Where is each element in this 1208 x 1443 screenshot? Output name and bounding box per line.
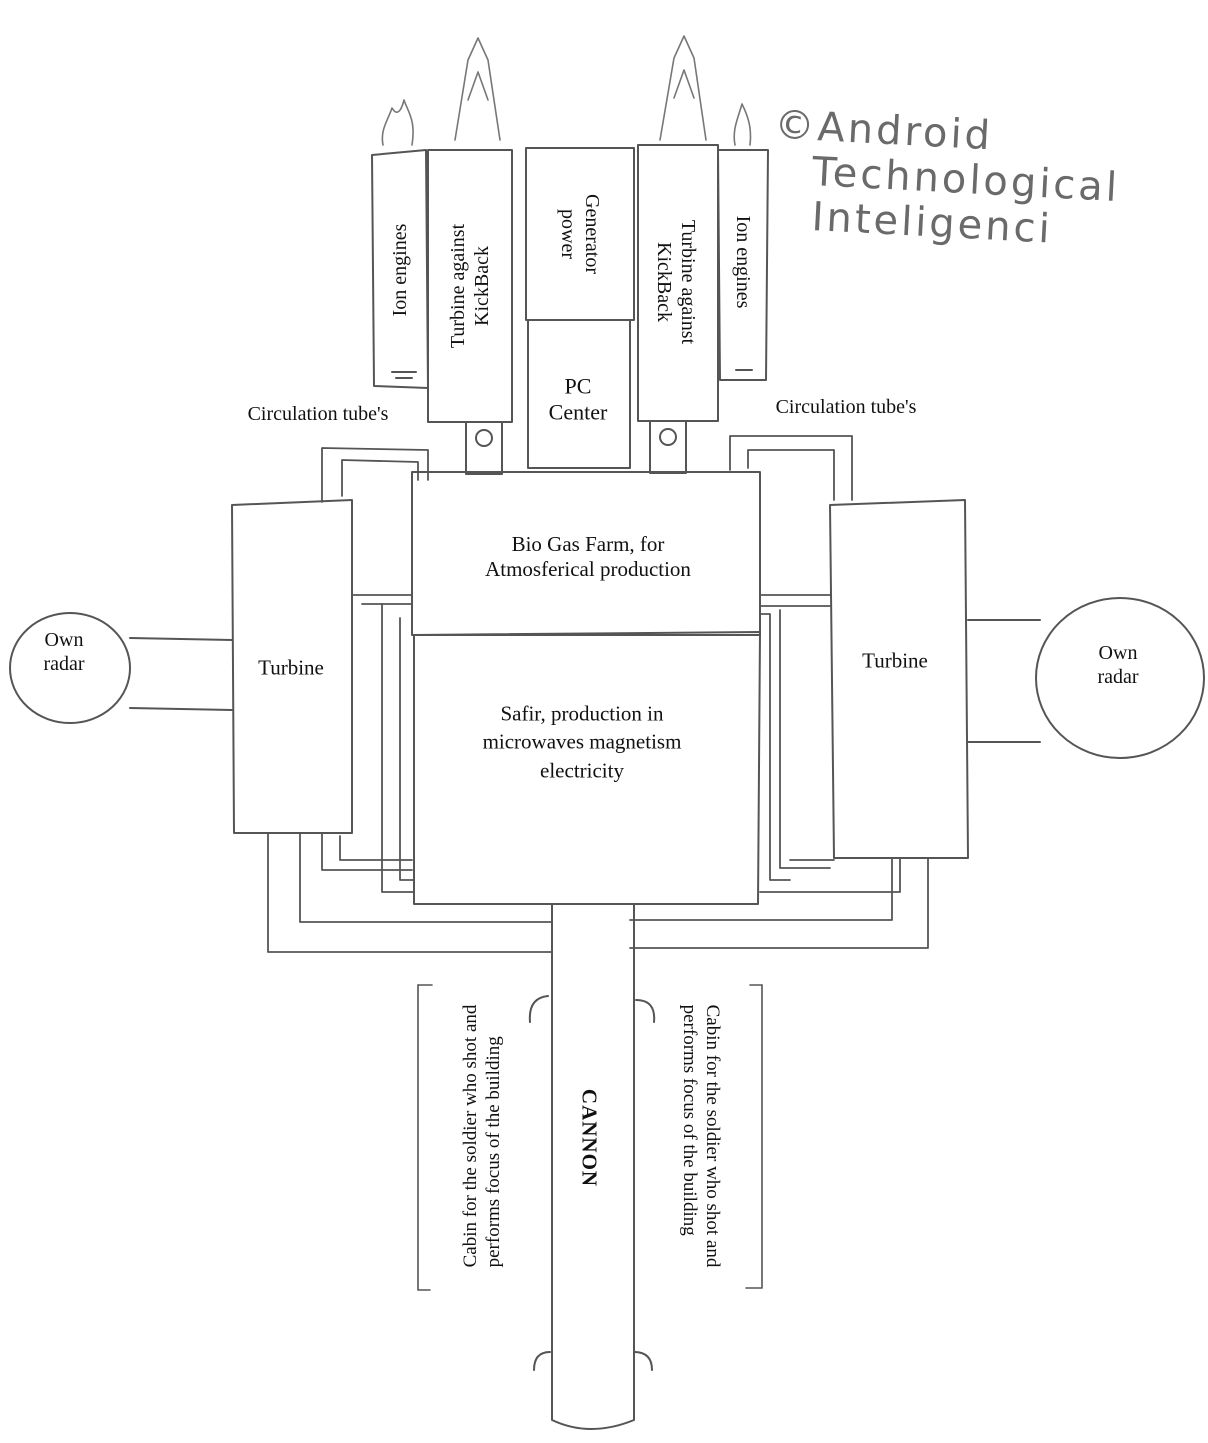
circulation-tubes-right-label: Circulation tube's bbox=[775, 396, 917, 418]
radars bbox=[9, 597, 1205, 759]
ion-engines-left-label: Ion engines bbox=[389, 223, 411, 317]
cabin-left-label: Cabin for the soldier who shot and perfo… bbox=[460, 1004, 504, 1268]
ion-engines-right-label: Ion engines bbox=[732, 215, 754, 309]
cannon-label: CANNON bbox=[577, 1088, 602, 1188]
turbine-right-label: Turbine bbox=[862, 648, 928, 673]
exhaust-flames bbox=[381, 35, 752, 146]
safir-production-label: Safir, production in microwaves magnetis… bbox=[482, 701, 682, 783]
copyright-watermark: ©Android Technological Inteligenci bbox=[769, 102, 1124, 255]
cannon-barrel bbox=[528, 903, 656, 1430]
pc-center-label: PC Center bbox=[548, 373, 608, 425]
central-core bbox=[411, 471, 761, 905]
bio-gas-farm-label: Bio Gas Farm, for Atmosferical productio… bbox=[485, 531, 691, 581]
circulation-tubes-left bbox=[267, 447, 553, 953]
circulation-tubes-right bbox=[629, 435, 929, 949]
cabin-right-label: Cabin for the soldier who shot and perfo… bbox=[679, 1004, 723, 1268]
turbine-kickback-right-label: Turbine against KickBack bbox=[653, 219, 699, 345]
connector-posts bbox=[465, 420, 687, 475]
circulation-tubes-left-label: Circulation tube's bbox=[247, 403, 389, 425]
generator-power-label: Generator power bbox=[557, 194, 603, 274]
radar-left-label: Own radar bbox=[43, 629, 85, 675]
cabin-outlines bbox=[417, 984, 763, 1291]
side-turbines bbox=[231, 499, 969, 859]
turbine-left-label: Turbine bbox=[258, 655, 324, 680]
turbine-kickback-left-label: Turbine against KickBack bbox=[447, 223, 493, 349]
radar-right-label: Own radar bbox=[1097, 642, 1139, 688]
